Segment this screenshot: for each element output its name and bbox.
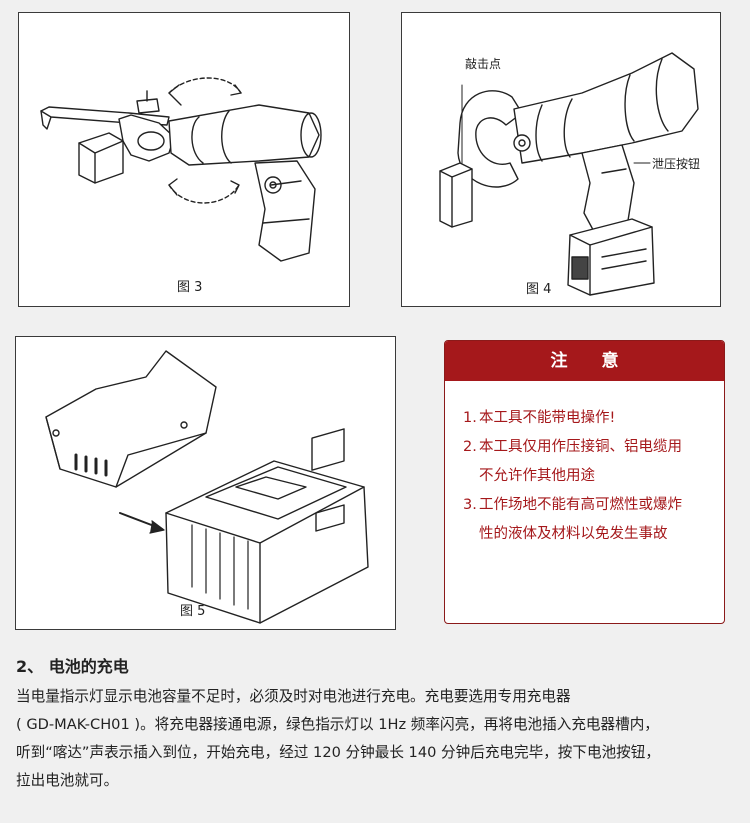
notice-title: 注 意 [445,341,724,381]
label-release-button: 泄压按钮 [652,157,701,171]
notice-item-text: 工作场地不能有高可燃性或爆炸 [479,497,682,513]
section-body: 当电量指示灯显示电池容量不足时，必须及时对电池进行充电。充电要选用专用充电器 (… [16,683,736,795]
notice-item-text-continued: 性的液体及材料以免发生事故 [479,526,668,542]
figure-4-caption: 图 4 [526,282,552,297]
notice-item-number: 3. [463,497,477,513]
notice-item: 2.本工具仅用作压接铜、铝电缆用 不允许作其他用途 [463,433,714,491]
crimping-tool-side-illustration [439,52,699,296]
body-line: 拉出电池就可。 [16,772,119,789]
notice-item-text: 本工具仅用作压接铜、铝电缆用 [479,439,682,455]
notice-list: 1.本工具不能带电操作! 2.本工具仅用作压接铜、铝电缆用 不允许作其他用途 3… [445,381,724,549]
notice-item-number: 1. [463,410,477,426]
body-line: ( GD-MAK-CH01 )。将充电器接通电源，绿色指示灯以 1Hz 频率闪亮… [16,716,659,733]
label-strike-point: 敲击点 [465,57,502,71]
figure-5-panel: 图 5 [15,336,396,630]
body-line: 当电量指示灯显示电池容量不足时，必须及时对电池进行充电。充电要选用专用充电器 [16,688,571,705]
notice-item-text-continued: 不允许作其他用途 [479,468,595,484]
notice-item: 1.本工具不能带电操作! [463,404,714,433]
figure-3-caption: 图 3 [177,280,203,295]
notice-box: 注 意 1.本工具不能带电操作! 2.本工具仅用作压接铜、铝电缆用 不允许作其他… [444,340,725,624]
section-heading: 2、 电池的充电 [16,657,129,676]
figure-5-caption: 图 5 [180,604,206,619]
crimping-tool-rotation-illustration [40,77,322,262]
figure-3-panel: 图 3 [18,12,350,307]
notice-item-number: 2. [463,439,477,455]
body-line: 听到“喀达”声表示插入到位，开始充电，经过 120 分钟最长 140 分钟后充电… [16,744,660,761]
notice-item: 3.工作场地不能有高可燃性或爆炸 性的液体及材料以免发生事故 [463,491,714,549]
battery-insertion-illustration [45,350,369,624]
notice-item-text: 本工具不能带电操作! [479,410,616,426]
figure-4-panel: 敲击点 泄压按钮 图 4 [401,12,721,307]
